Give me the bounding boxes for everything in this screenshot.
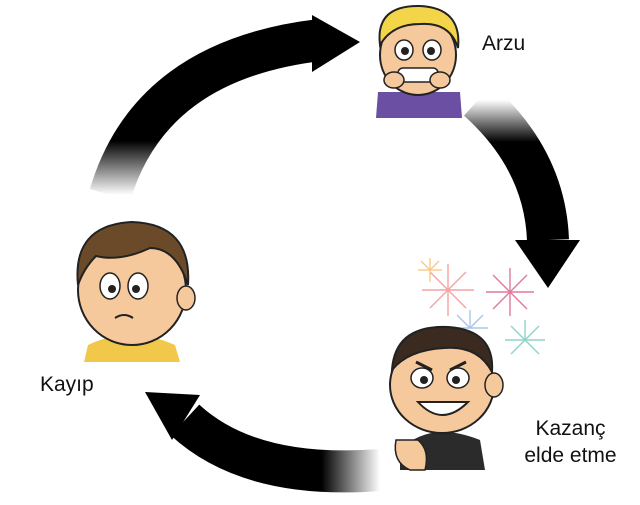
desire-label: Arzu bbox=[482, 32, 526, 55]
arrow-desire-to-gain bbox=[463, 84, 580, 288]
loss-boy-icon bbox=[76, 220, 196, 362]
fireworks-icon bbox=[418, 258, 545, 355]
gain-boy-icon bbox=[389, 325, 504, 471]
gain-label-line2: elde etme bbox=[524, 444, 617, 467]
gain-label: Kazanç elde etme bbox=[508, 415, 633, 469]
loss-label: Kayıp bbox=[40, 373, 94, 396]
desire-boy-icon bbox=[376, 4, 462, 118]
gain-label-line1: Kazanç bbox=[535, 417, 606, 440]
arrow-loss-to-desire bbox=[89, 15, 360, 202]
arrow-gain-to-loss bbox=[145, 392, 382, 493]
